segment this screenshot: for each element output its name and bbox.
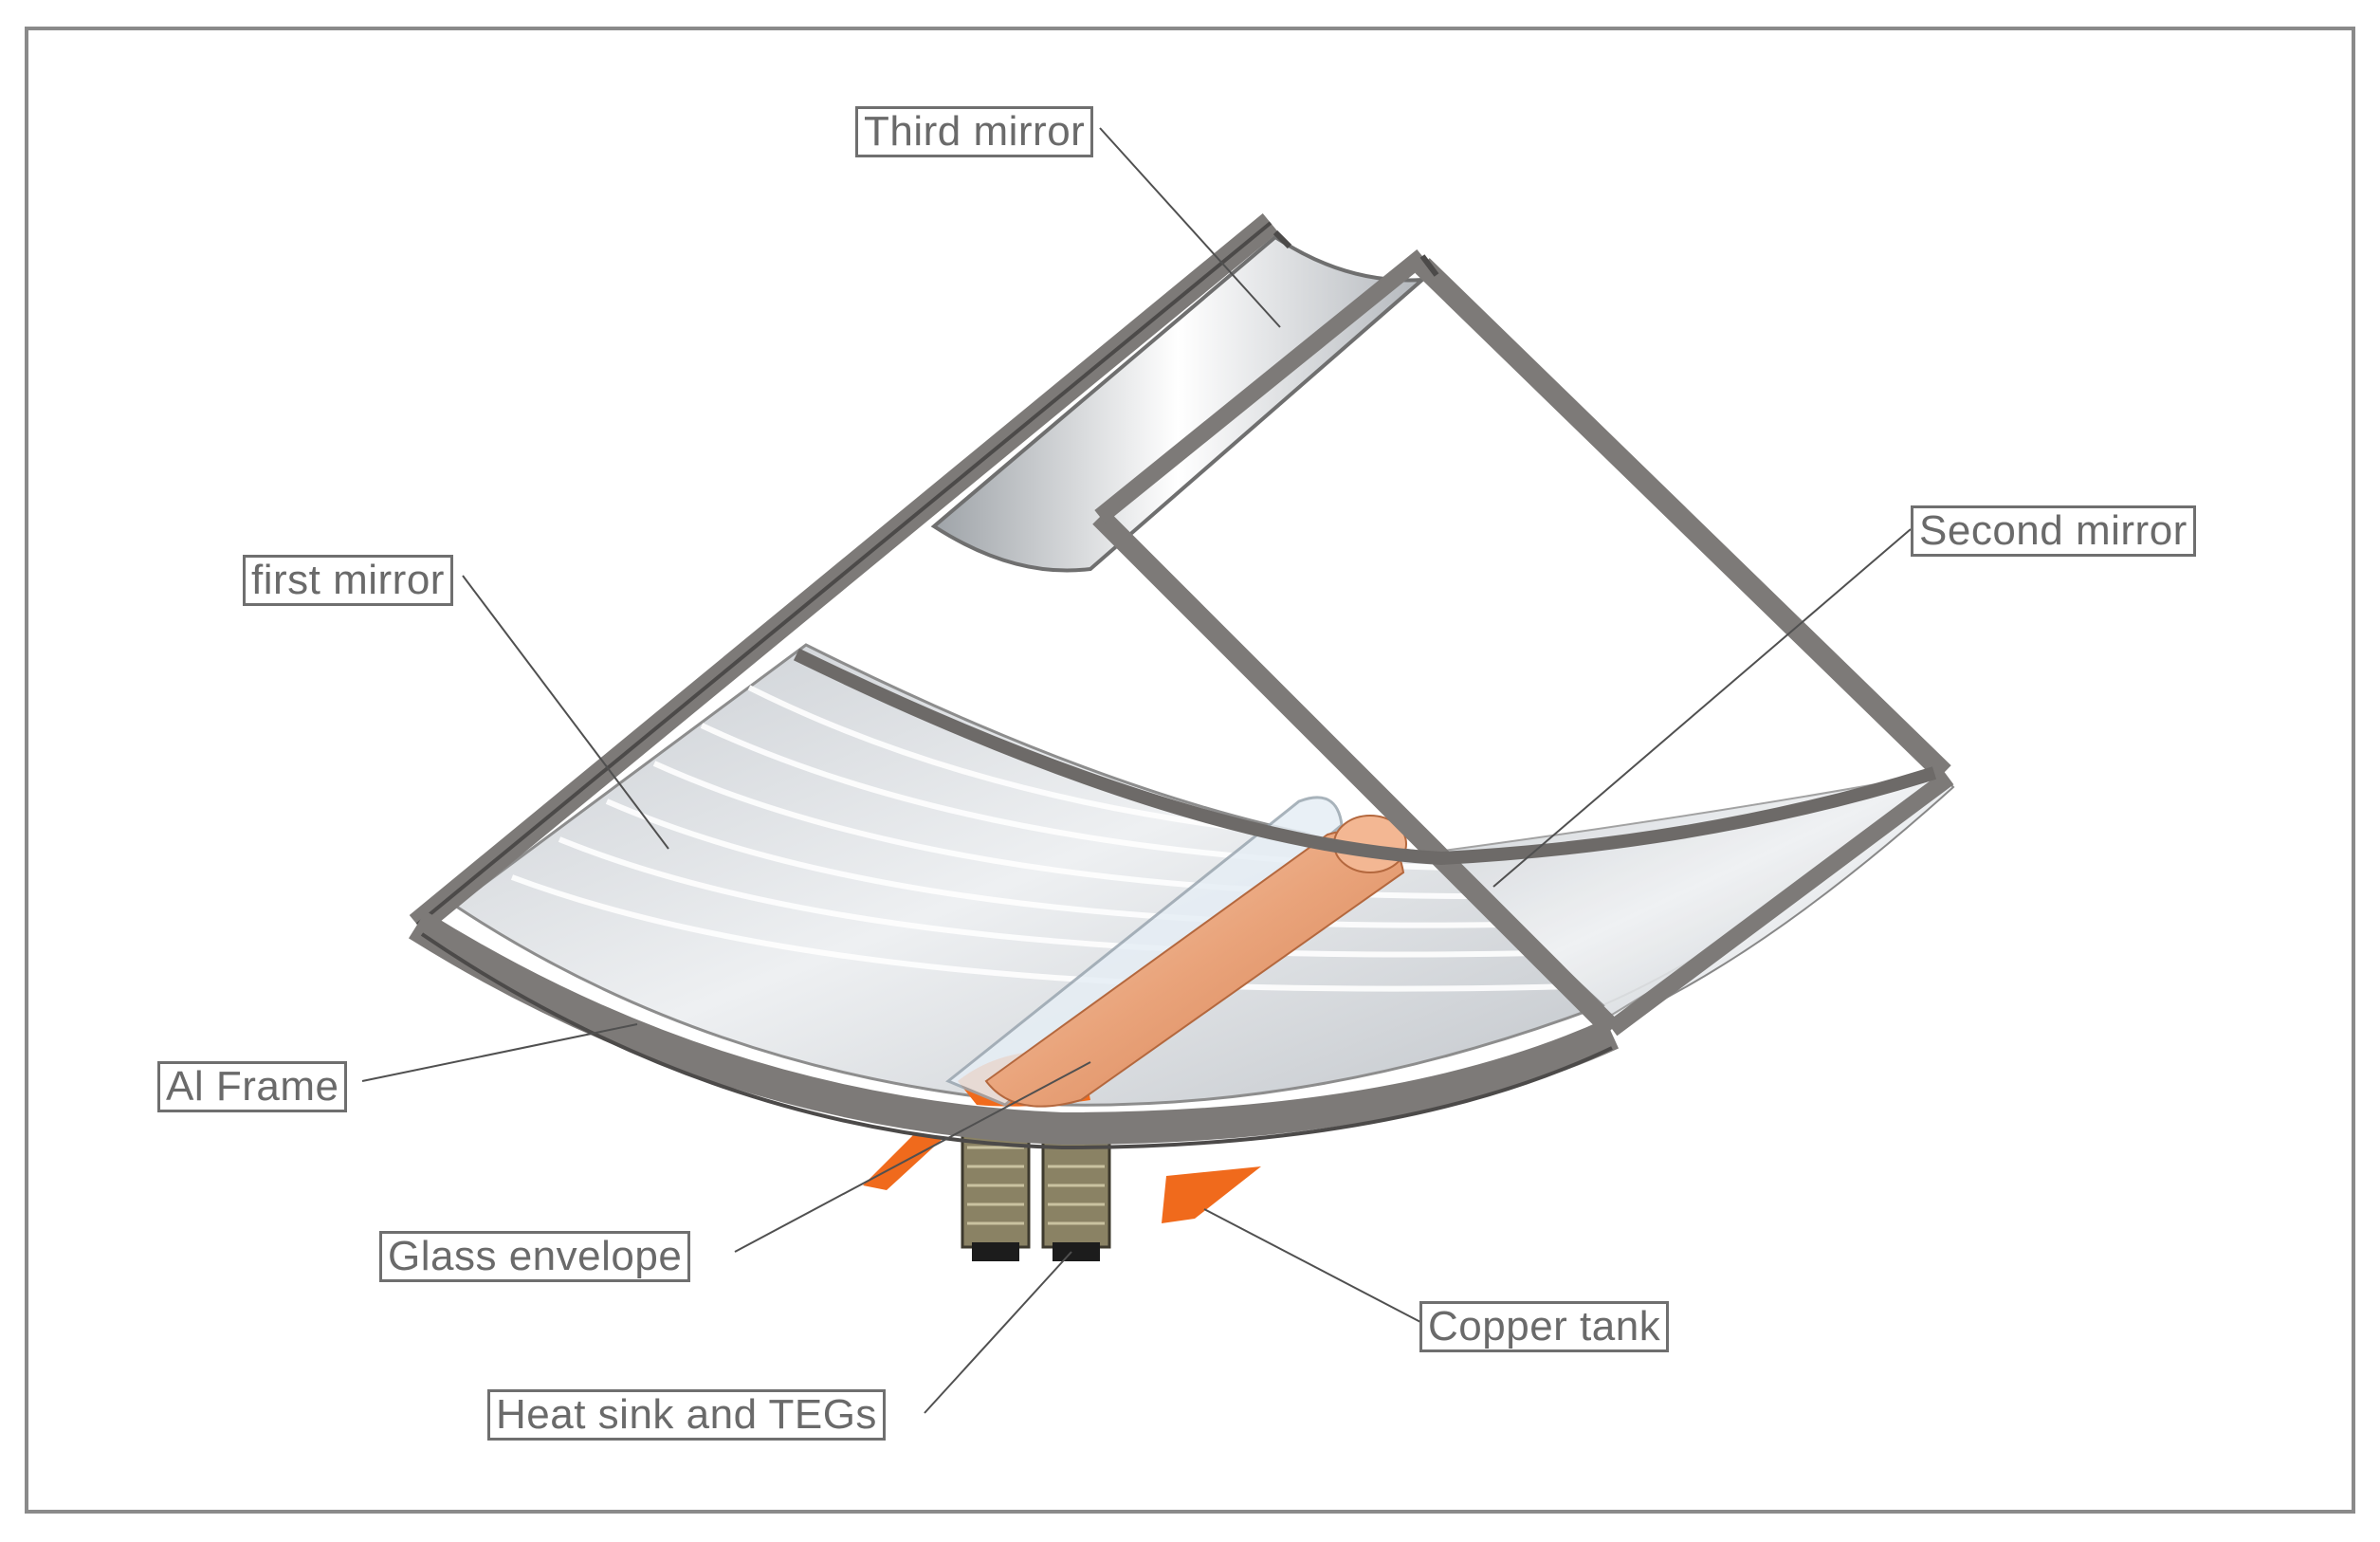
label-al-frame: Al Frame bbox=[157, 1061, 348, 1112]
leader-lines bbox=[361, 127, 1912, 1414]
third-mirror bbox=[930, 234, 1428, 573]
teg-plate-right bbox=[1162, 1166, 1261, 1223]
leader-copper-tank bbox=[1203, 1208, 1423, 1324]
label-heat-sink: Heat sink and TEGs bbox=[487, 1389, 886, 1441]
al-frame bbox=[408, 212, 1954, 1149]
leader-first-mirror bbox=[462, 575, 669, 850]
heat-sink bbox=[961, 1131, 1111, 1261]
leader-al-frame bbox=[361, 1023, 638, 1082]
leader-glass-envelope bbox=[734, 1061, 1091, 1253]
label-copper-tank: Copper tank bbox=[1419, 1301, 1670, 1352]
glass-envelope bbox=[945, 796, 1344, 1107]
leader-second-mirror bbox=[1492, 528, 1912, 888]
leader-third-mirror bbox=[1099, 127, 1281, 328]
label-second-mirror: Second mirror bbox=[1911, 505, 2196, 557]
label-first-mirror: first mirror bbox=[243, 555, 453, 606]
label-glass-envelope: Glass envelope bbox=[379, 1231, 691, 1282]
leader-heat-sink bbox=[924, 1251, 1072, 1414]
label-third-mirror: Third mirror bbox=[855, 106, 1094, 157]
